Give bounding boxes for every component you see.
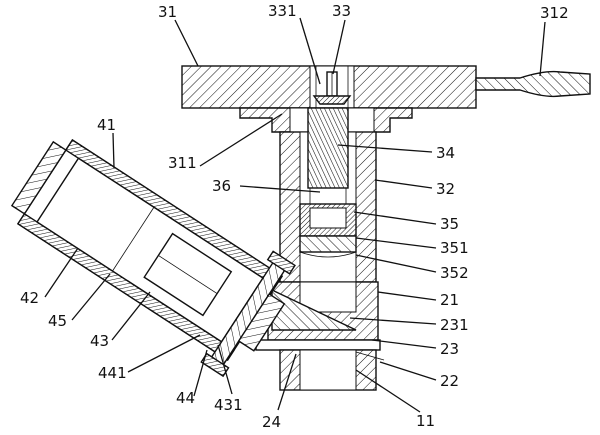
label-45: 45 bbox=[48, 312, 67, 330]
inclined-cylinder-assembly bbox=[10, 139, 296, 378]
label-41: 41 bbox=[97, 116, 116, 134]
label-11: 11 bbox=[416, 412, 435, 430]
label-331: 331 bbox=[268, 2, 297, 20]
label-36: 36 bbox=[212, 177, 231, 195]
base-22 bbox=[255, 339, 385, 391]
label-231: 231 bbox=[440, 316, 469, 334]
label-43: 43 bbox=[90, 332, 109, 350]
label-42: 42 bbox=[20, 289, 39, 307]
label-312: 312 bbox=[540, 4, 569, 22]
piston-35 bbox=[299, 203, 357, 258]
label-351: 351 bbox=[440, 239, 469, 257]
label-431: 431 bbox=[214, 396, 243, 414]
label-23: 23 bbox=[440, 340, 459, 358]
label-44: 44 bbox=[176, 389, 195, 407]
label-31: 31 bbox=[158, 3, 177, 21]
leader-lines bbox=[44, 17, 546, 413]
spring-34 bbox=[307, 107, 349, 189]
reference-labels: 31 331 33 312 41 311 34 36 32 35 351 352… bbox=[20, 2, 569, 431]
label-352: 352 bbox=[440, 264, 469, 282]
label-33: 33 bbox=[332, 2, 351, 20]
label-21: 21 bbox=[440, 291, 459, 309]
handle-312 bbox=[475, 70, 591, 98]
label-32: 32 bbox=[436, 180, 455, 198]
label-22: 22 bbox=[440, 372, 459, 390]
label-24: 24 bbox=[262, 413, 281, 431]
label-35: 35 bbox=[440, 215, 459, 233]
label-34: 34 bbox=[436, 144, 455, 162]
pin-33 bbox=[312, 71, 352, 105]
label-441: 441 bbox=[98, 364, 127, 382]
label-311: 311 bbox=[168, 154, 197, 172]
